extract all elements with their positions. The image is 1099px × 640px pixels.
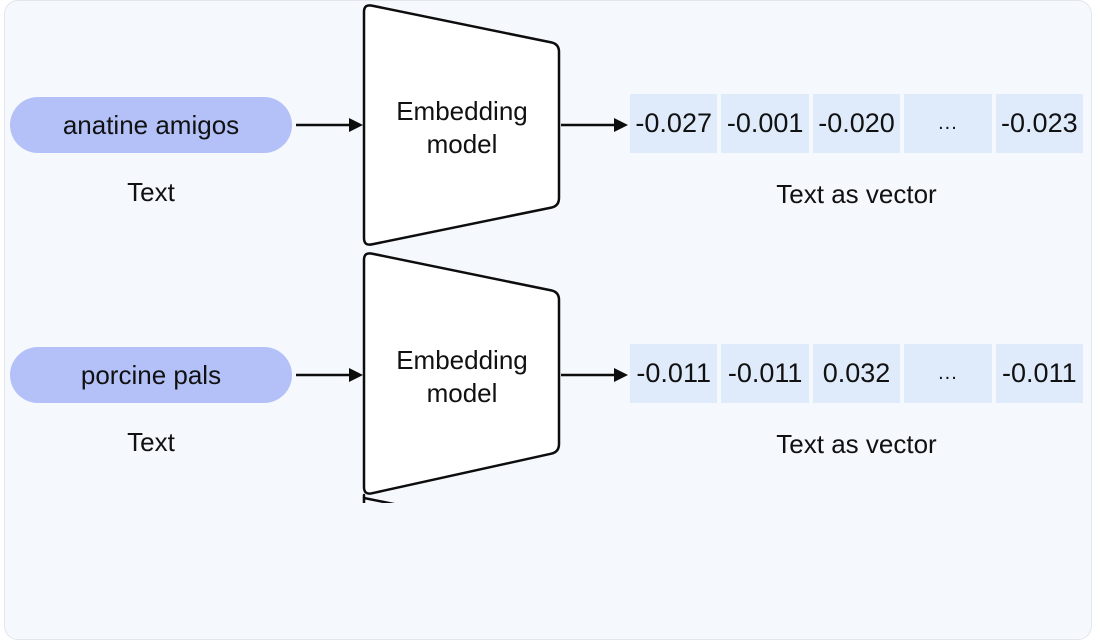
embedding-model-shape [362,4,561,246]
vector-caption: Text as vector [776,429,937,459]
input-text-pill: porcine pals [10,347,292,403]
input-caption: Text [127,427,175,457]
arrow-right-icon [561,368,628,382]
embedding-model-shape [362,252,561,495]
input-text: anatine amigos [62,109,240,140]
vector-cell: 0.032 [812,344,901,403]
vector-cells-row: -0.011 -0.011 0.032 ... -0.011 [630,344,1084,403]
input-text: porcine pals [80,359,222,390]
vector-cell-ellipsis: ... [904,94,992,153]
embedding-model-label-line1: Embedding [396,96,528,126]
vector-cell: -0.020 [812,94,901,153]
arrow-right-icon [296,118,363,132]
embedding-model-label: Embedding model [364,344,560,410]
embedding-diagram: anatine amigos Text Embedding model -0.0… [10,4,1084,503]
embedding-model-label-line2: model [426,129,498,159]
diagram-shapes-overlay [296,4,628,503]
vector-cell: -0.011 [630,344,718,403]
vector-cell: -0.011 [721,344,809,403]
vector-caption: Text as vector [776,179,937,209]
input-caption: Text [127,177,175,207]
vector-cell-ellipsis: ... [904,344,992,403]
arrow-right-icon [561,118,628,132]
vector-cell: -0.023 [995,94,1084,153]
input-text-pill: anatine amigos [10,97,292,153]
embedding-model-label: Embedding model [364,95,560,161]
embedding-model-label-line2: model [426,378,498,408]
vector-cell: -0.027 [630,94,718,153]
vector-cells-row: -0.027 -0.001 -0.020 ... -0.023 [630,94,1084,153]
arrow-right-icon [296,368,363,382]
next-shape-hint [362,493,395,503]
vector-cell: -0.011 [995,344,1084,403]
embedding-model-label-line1: Embedding [396,345,528,375]
vector-cell: -0.001 [721,94,809,153]
